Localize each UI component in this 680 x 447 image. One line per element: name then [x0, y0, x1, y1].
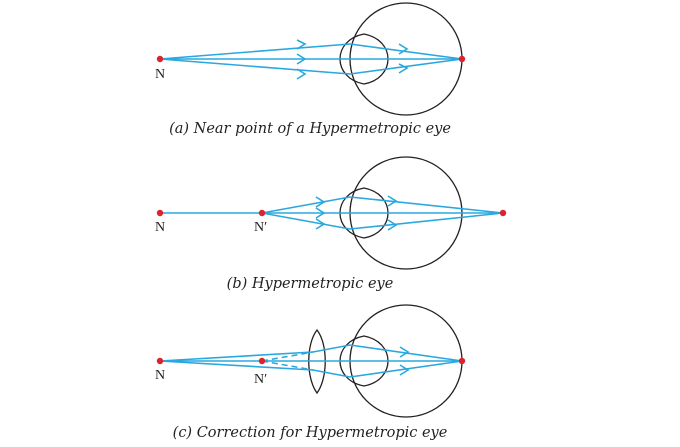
arrowhead — [296, 68, 307, 80]
arrowhead — [398, 63, 409, 74]
caption-a: (a) Near point of a Hypermetropic eye — [169, 121, 451, 137]
light-ray-upper — [159, 43, 351, 60]
refracted-ray-lower — [349, 58, 463, 75]
image-behind-retina-point — [499, 209, 507, 217]
arrowhead — [315, 196, 326, 208]
virtual-ray-upper — [261, 351, 314, 362]
label-n-prime: N′ — [254, 372, 267, 387]
arrowhead — [296, 53, 307, 65]
arrowhead — [315, 207, 326, 219]
eye-lens — [339, 335, 389, 387]
point-n — [156, 209, 164, 217]
retina-image-point — [458, 357, 466, 365]
point-n-prime — [258, 357, 266, 365]
near-point-n — [156, 55, 164, 63]
caption-b: (b) Hypermetropic eye — [227, 276, 394, 292]
label-n: N — [155, 368, 165, 383]
label-n: N — [155, 67, 165, 82]
panel-b: N N′ (b) Hypermetropic eye — [155, 156, 507, 292]
eye-lens — [339, 33, 389, 85]
label-n-prime: N′ — [254, 220, 267, 235]
arrowhead — [296, 39, 307, 50]
corrective-convex-lens — [308, 328, 326, 395]
refracted-ray-upper — [349, 196, 504, 214]
incident-ray-lower — [159, 360, 314, 371]
arrowhead — [399, 346, 410, 358]
ray-to-eye-lower — [312, 369, 351, 378]
panel-c: N N′ (c) Correction for Hypermetropic ey… — [155, 304, 466, 441]
refracted-ray-lower — [349, 212, 504, 230]
light-ray-lower — [159, 58, 351, 75]
arrowhead — [315, 218, 326, 230]
incident-ray-upper — [159, 351, 314, 362]
retina-image-point — [458, 55, 466, 63]
caption-c: (c) Correction for Hypermetropic eye — [173, 425, 448, 441]
ray-to-eye-upper — [312, 344, 351, 353]
near-point-n-prime — [258, 209, 266, 217]
arrowhead — [398, 43, 409, 55]
refracted-ray-upper — [349, 43, 463, 60]
panel-a: N (a) Near point of a Hypermetropic eye — [155, 2, 466, 137]
arrowhead — [399, 364, 410, 376]
virtual-ray-lower — [261, 360, 314, 371]
light-ray-upper — [261, 196, 351, 214]
light-ray-lower — [261, 212, 351, 230]
arrowhead — [387, 219, 398, 231]
arrowhead — [387, 195, 398, 207]
label-n: N — [155, 220, 165, 235]
near-point-n — [156, 357, 164, 365]
